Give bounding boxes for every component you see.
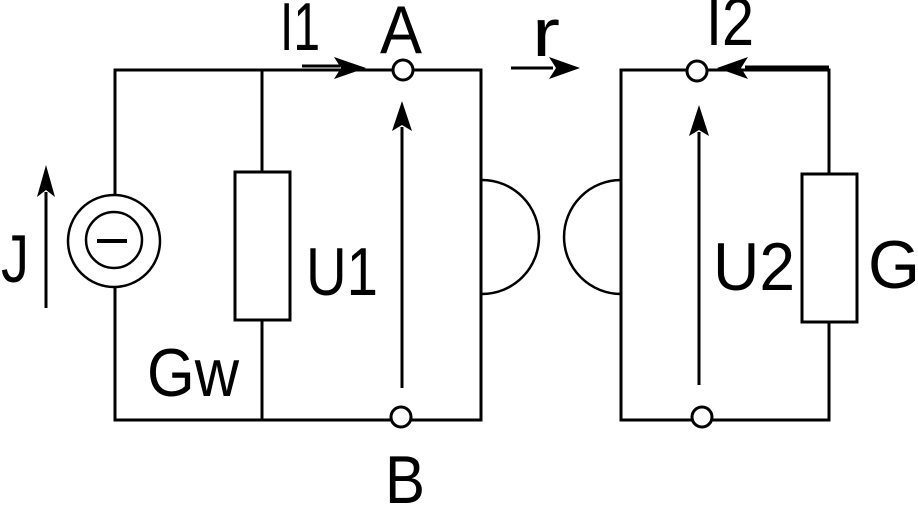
label-source-current: J <box>1 221 29 297</box>
label-source-conductance: Gw <box>147 335 240 411</box>
u2-voltage-arrow <box>689 105 709 385</box>
r-arrowhead-icon <box>549 57 580 79</box>
gyrator-coupling-icon <box>481 57 622 296</box>
secondary-bottom-terminal <box>690 405 714 429</box>
r-direction-arrow <box>511 57 580 79</box>
u1-arrowhead-icon <box>392 101 412 131</box>
u1-voltage-arrow <box>392 101 412 388</box>
secondary-loop <box>619 57 859 429</box>
i1-current-arrow <box>302 57 366 79</box>
current-source-inner-circle <box>84 210 144 270</box>
label-secondary-voltage: U2 <box>713 229 795 305</box>
primary-loop-wire <box>113 68 483 422</box>
label-primary-current: I1 <box>280 0 320 65</box>
label-primary-voltage: U1 <box>306 234 378 310</box>
i2-arrowhead-icon <box>717 57 748 79</box>
current-source-icon <box>66 193 162 289</box>
label-gyration-resistance: r <box>532 0 560 71</box>
current-source-outer-circle <box>66 193 162 289</box>
i1-arrowhead-icon <box>334 57 366 79</box>
label-secondary-current: I2 <box>706 0 754 60</box>
node-b-terminal <box>389 405 413 429</box>
i2-current-arrow <box>717 57 829 79</box>
secondary-loop-wire <box>619 68 831 422</box>
label-node-bottom: B <box>385 442 425 518</box>
primary-loop <box>37 57 483 429</box>
g-resistor-box <box>800 172 859 324</box>
label-node-top: A <box>380 0 423 68</box>
u2-arrowhead-icon <box>689 105 709 136</box>
node-a-terminal <box>391 58 415 82</box>
j-arrowhead-icon <box>37 165 55 197</box>
secondary-top-terminal <box>685 59 709 83</box>
gyrator-left-arc <box>481 178 541 296</box>
gw-resistor-box <box>233 170 292 322</box>
label-load-conductance: G <box>868 227 918 303</box>
gyrator-right-arc <box>562 178 622 296</box>
j-current-arrow <box>37 165 55 308</box>
